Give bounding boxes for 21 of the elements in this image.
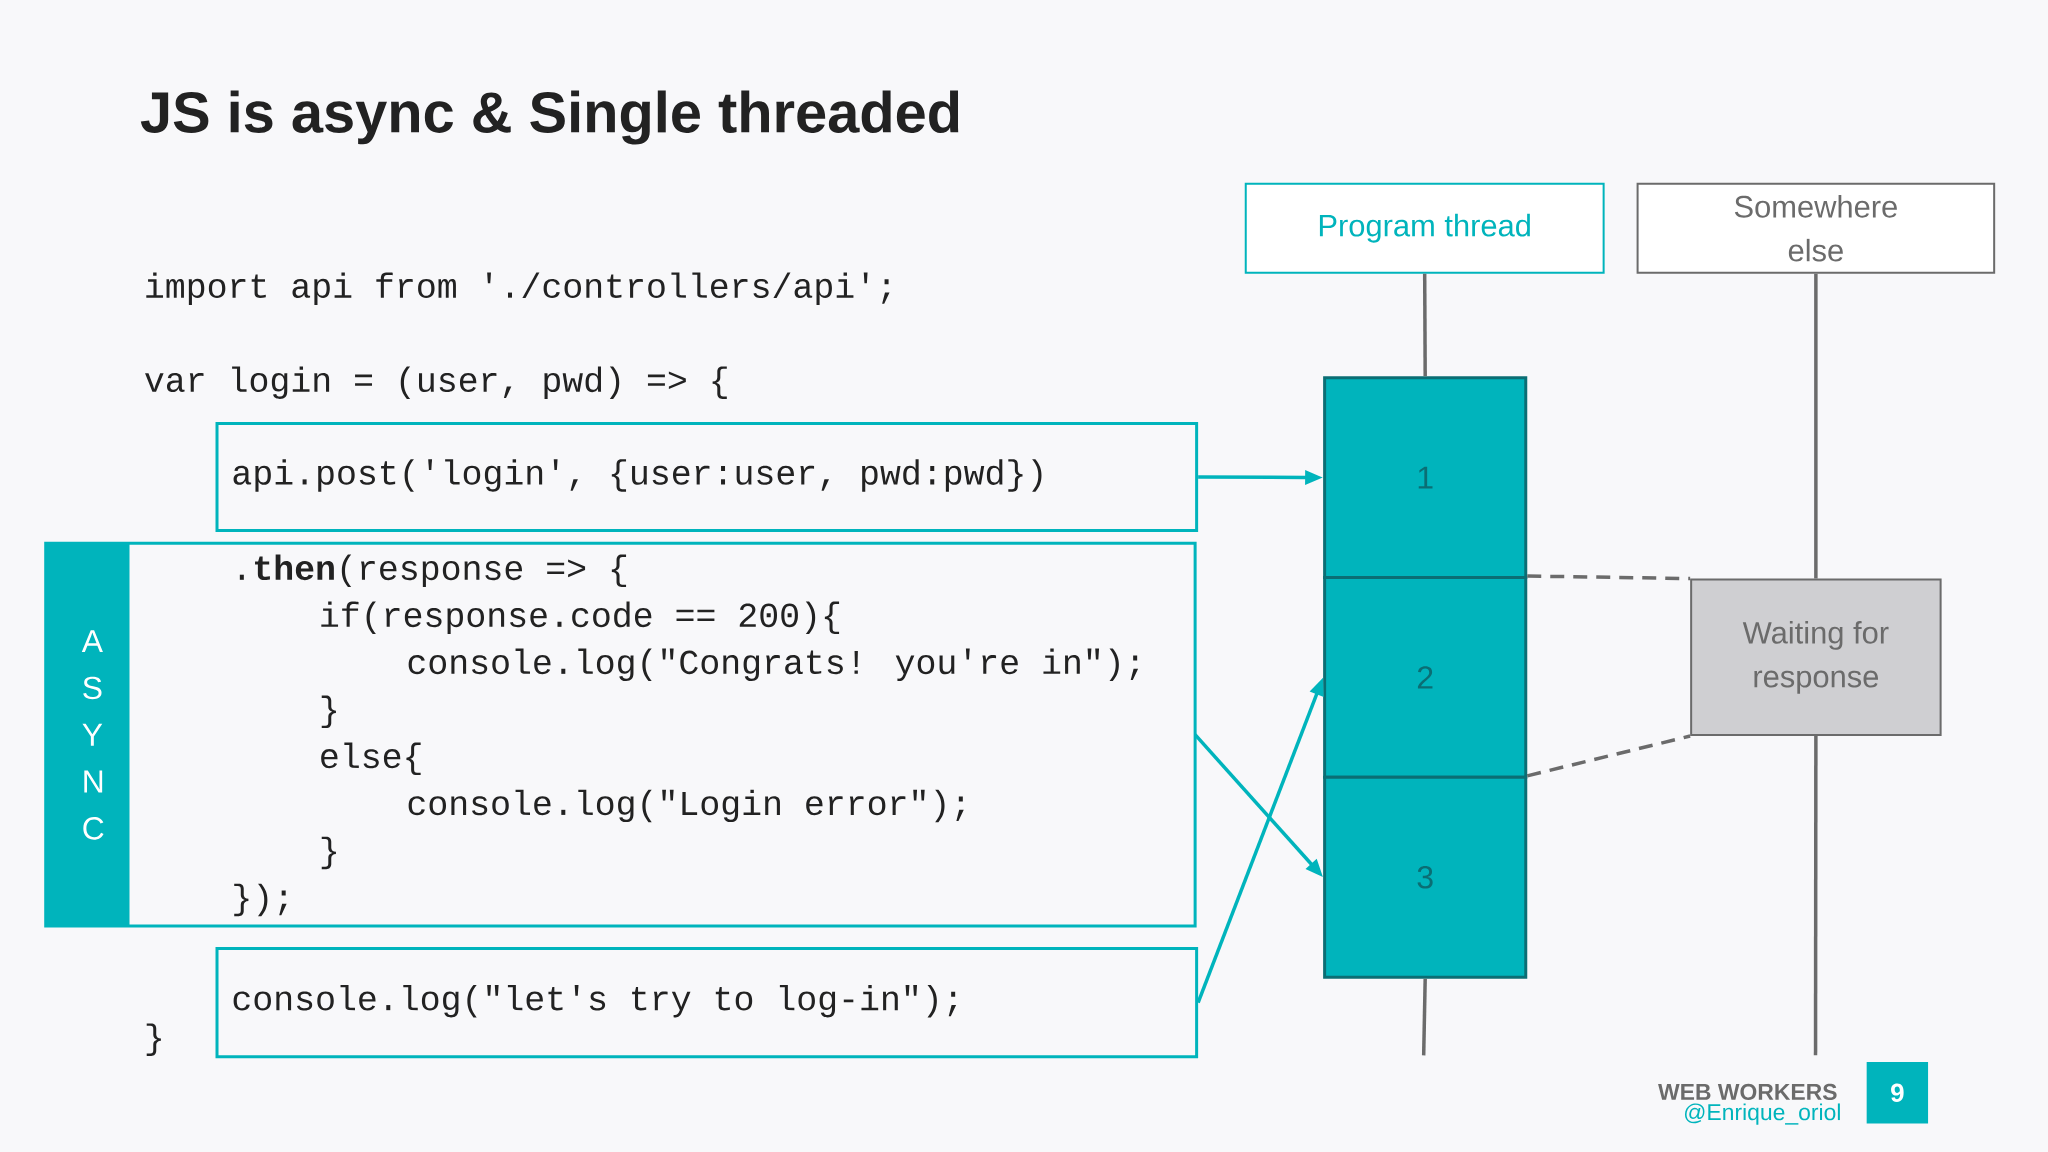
waiting-box: Waiting for response	[1690, 578, 1942, 737]
activation-block: 3	[1323, 775, 1528, 979]
activation-block: 2	[1323, 576, 1528, 779]
footer-text: WEB WORKERS	[1658, 1083, 1837, 1101]
lifeline	[1422, 273, 1427, 377]
lifeline-header: Somewhere else	[1636, 182, 1996, 274]
page-number: 9	[1866, 1062, 1929, 1124]
lifeline	[1813, 736, 1818, 1056]
async-band: A S Y N C	[45, 543, 130, 927]
code-line: }	[146, 1023, 161, 1056]
lifeline	[1814, 273, 1818, 579]
code-line: import api from './controllers/api';	[146, 272, 890, 305]
activation-block: 1	[1323, 376, 1528, 579]
connector-line	[1526, 734, 1691, 778]
connector-line	[1527, 574, 1691, 581]
lifeline-header: Program thread	[1244, 182, 1605, 274]
lifeline	[1421, 978, 1427, 1056]
code-box: console.log("let's try to log-in");	[215, 946, 1199, 1059]
author-handle: @Enrique_oriol	[1684, 1103, 1840, 1125]
code-box: api.post('login', {user:user, pwd:pwd})	[215, 421, 1199, 532]
slide-title: JS is async & Single threaded	[140, 90, 959, 145]
